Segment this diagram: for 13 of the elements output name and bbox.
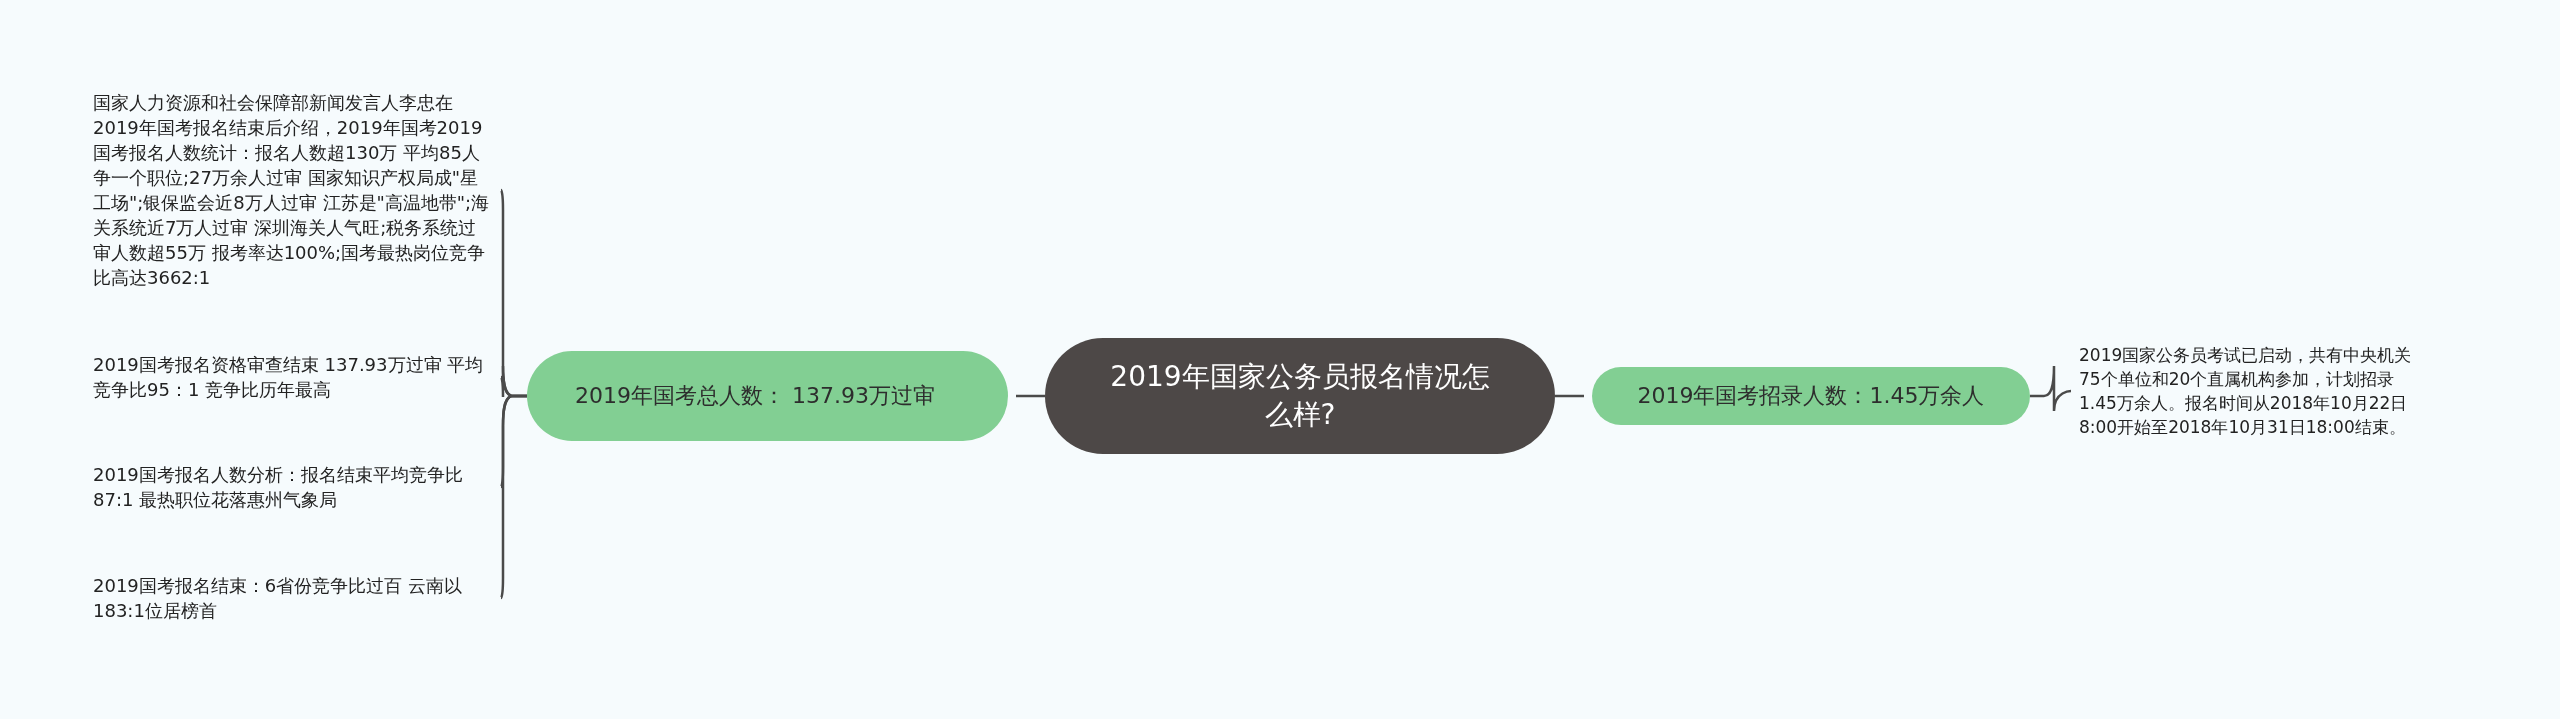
node-text: 2019年国家公务员报名情况怎么样? bbox=[1109, 359, 1491, 433]
node-text: 2019年国考总人数： 137.93万过审 bbox=[575, 382, 935, 410]
node-text: 2019国考报名结束：6省份竞争比过百 云南以183:1位居榜首 bbox=[93, 574, 463, 623]
node-text: 2019国考报名资格审查结束 137.93万过审 平均竞争比95：1 竞争比历年最高 bbox=[93, 353, 485, 402]
node-text: 2019年国考招录人数：1.45万余人 bbox=[1637, 382, 1985, 410]
node-text: 2019国考报名人数分析：报名结束平均竞争比87:1 最热职位花落惠州气象局 bbox=[93, 463, 464, 512]
connector-line bbox=[2030, 364, 2072, 413]
connector-line bbox=[1016, 394, 1045, 398]
connector-line bbox=[499, 394, 527, 599]
topic-box bbox=[1592, 367, 2030, 425]
node-text: 2019国家公务员考试已启动，共有中央机关75个单位和20个直属机构参加，计划招录1.45万余人。报名时间从2018年10月22日8:00开始至2018年10月31日18:00结束。 bbox=[2079, 344, 2413, 439]
connector-line bbox=[1555, 394, 1584, 398]
node-text: 国家人力资源和社会保障部新闻发言人李忠在2019年国考报名结束后介绍，2019年国考2019国考报名人数统计：报名人数超130万 平均85人争一个职位;27万余人过审 国家知识产权局成"星工场";银保监会近8万人过审 江苏是"高温地带";海关系统近7万人过审 深圳海关人气旺;税务系统过审人数超55万 报考率达100%;国考最热岗位竞争比高达3662:1 bbox=[93, 91, 491, 290]
